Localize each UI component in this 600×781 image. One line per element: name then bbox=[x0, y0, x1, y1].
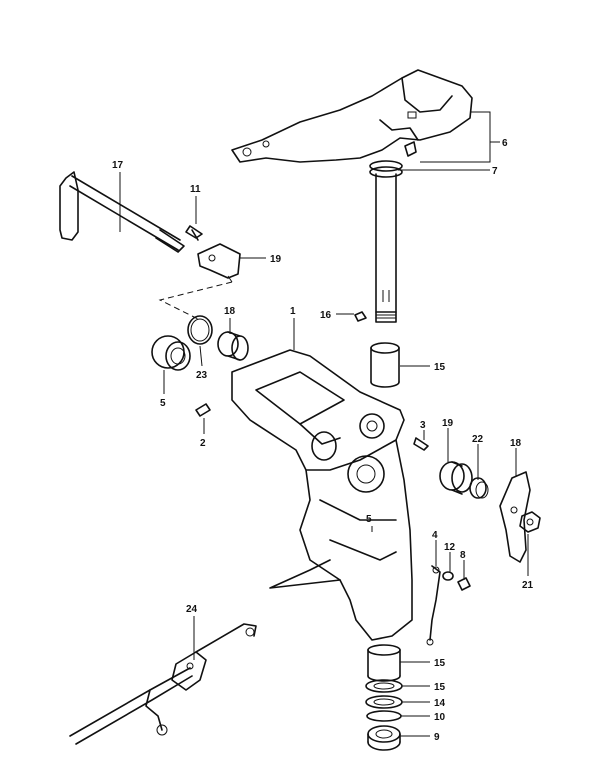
callout-20: 19 bbox=[270, 254, 282, 265]
right-bushing-19 bbox=[439, 461, 473, 495]
callout-15-lower: 15 bbox=[434, 658, 446, 669]
callout-23: 23 bbox=[196, 370, 208, 381]
callout-19-right: 19 bbox=[442, 418, 454, 429]
wire-strap bbox=[426, 565, 441, 646]
callout-11: 11 bbox=[190, 184, 201, 195]
grease-nipple bbox=[195, 403, 211, 417]
callout-5-left: 5 bbox=[160, 398, 166, 409]
callout-10: 10 bbox=[434, 712, 446, 723]
callout-24: 24 bbox=[186, 604, 198, 615]
callout-12: 12 bbox=[444, 542, 456, 553]
washer-13 bbox=[365, 695, 403, 709]
tilt-rod bbox=[59, 171, 185, 253]
nut-9 bbox=[367, 725, 401, 751]
callout-labels: 6 7 16 15 17 11 19 18 1 23 5 2 3 19 22 1… bbox=[112, 138, 534, 743]
pin bbox=[354, 311, 367, 322]
callout-6: 6 bbox=[502, 138, 508, 149]
ring-10 bbox=[366, 710, 402, 722]
callout-13: 14 bbox=[434, 698, 446, 709]
steering-bracket bbox=[231, 69, 473, 163]
callout-22: 22 bbox=[472, 434, 484, 445]
washer-12 bbox=[442, 571, 454, 581]
swivel-housing bbox=[231, 349, 413, 641]
callout-8: 8 bbox=[460, 550, 466, 561]
bolt-11 bbox=[185, 225, 203, 241]
callout-19-left: 18 bbox=[224, 306, 236, 317]
callout-17: 17 bbox=[112, 160, 124, 171]
bolt-8 bbox=[457, 577, 471, 591]
callout-2: 2 bbox=[200, 438, 206, 449]
left-bushing-19 bbox=[217, 331, 249, 361]
left-bushing bbox=[151, 335, 191, 371]
plate bbox=[197, 243, 241, 283]
callout-3: 3 bbox=[420, 420, 426, 431]
tilt-lever bbox=[69, 623, 257, 745]
circlip bbox=[187, 315, 213, 345]
callout-1: 1 bbox=[290, 306, 296, 317]
callout-15-upper: 15 bbox=[434, 362, 446, 373]
callout-18: 18 bbox=[510, 438, 522, 449]
upper-bushing bbox=[370, 342, 400, 388]
spring bbox=[469, 477, 489, 499]
callout-21: 21 bbox=[522, 580, 534, 591]
callout-16: 16 bbox=[320, 310, 332, 321]
callout-5-center: 5 bbox=[366, 514, 372, 525]
nut bbox=[519, 511, 541, 533]
callout-7: 7 bbox=[492, 166, 498, 177]
pivot-shaft bbox=[369, 160, 403, 323]
callout-9: 9 bbox=[434, 732, 440, 743]
lower-bushing-15 bbox=[367, 644, 401, 682]
callout-4: 4 bbox=[432, 530, 438, 541]
callout-14: 15 bbox=[434, 682, 446, 693]
bracket-plate bbox=[499, 471, 531, 563]
leader-lines bbox=[119, 111, 529, 737]
pin-3 bbox=[413, 437, 429, 451]
